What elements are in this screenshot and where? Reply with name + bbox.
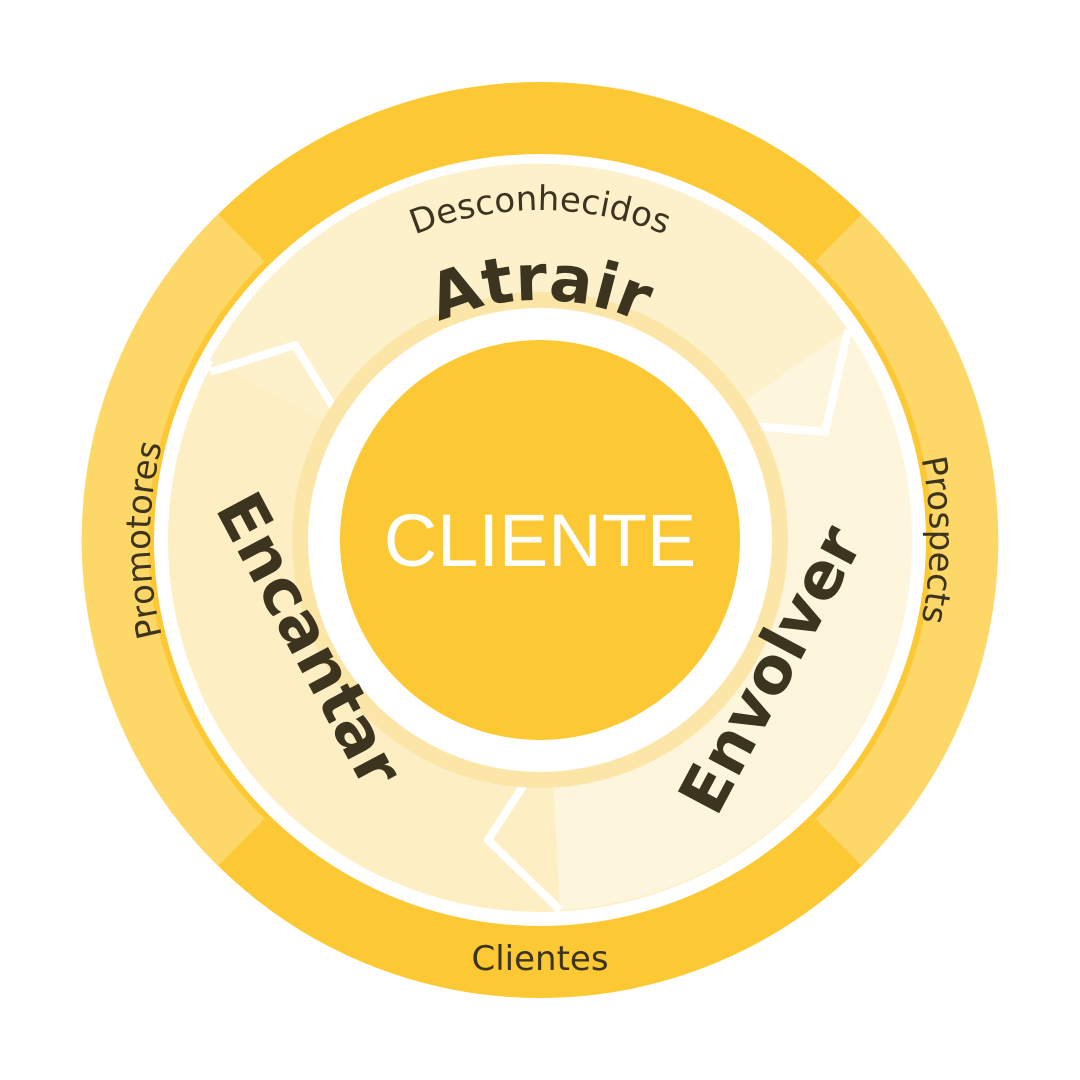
audience-label-bottom: Clientes xyxy=(471,939,608,979)
divider-engage-delight xyxy=(484,769,563,913)
divider-attract-engage xyxy=(741,329,852,436)
center-label: CLIENTE xyxy=(384,499,697,582)
center-circle xyxy=(340,340,740,740)
divider-delight-attract xyxy=(208,341,344,421)
